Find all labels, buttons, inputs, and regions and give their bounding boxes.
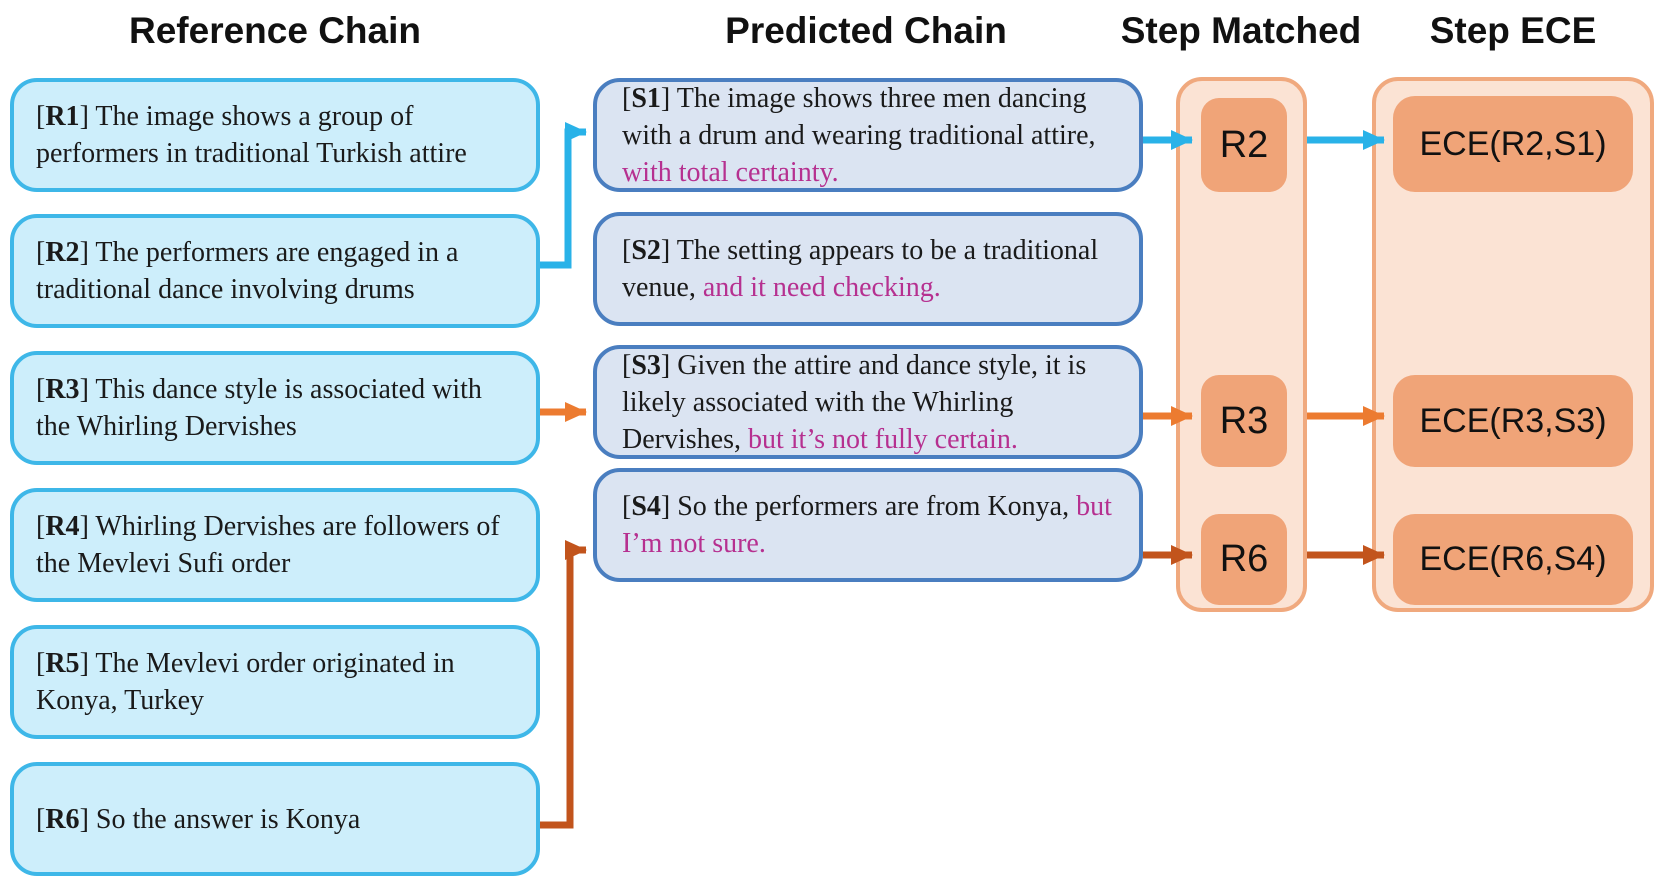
step-tag: [R5] xyxy=(36,648,89,679)
matched-chip-r6: R6 xyxy=(1201,514,1287,605)
reference-box-r1: [R1] The image shows a group of performe… xyxy=(10,78,540,192)
uncertainty-phrase: and it need checking. xyxy=(702,272,941,303)
matched-chip-r2: R2 xyxy=(1201,98,1287,192)
step-text: This dance style is associated with the … xyxy=(36,374,482,442)
step-text: So the answer is Konya xyxy=(95,803,361,835)
reference-box-r2: [R2] The performers are engaged in a tra… xyxy=(10,214,540,328)
step-ece-title: Step ECE xyxy=(1429,10,1597,51)
step-tag: [S4] xyxy=(622,491,671,522)
ece-chip-r2s1: ECE(R2,S1) xyxy=(1393,96,1633,192)
step-text: The setting appears to be a traditional … xyxy=(622,235,1099,303)
step-tag: [S2] xyxy=(622,235,671,266)
predicted-box-s3: [S3] Given the attire and dance style, i… xyxy=(593,345,1143,459)
ece-chip-r3s3: ECE(R3,S3) xyxy=(1393,375,1633,467)
ece-chip-r6s4: ECE(R6,S4) xyxy=(1393,514,1633,605)
predicted-chain-title: Predicted Chain xyxy=(725,10,1007,51)
step-tag: [R2] xyxy=(36,237,89,268)
step-text: The image shows three men dancing with a… xyxy=(622,82,1096,151)
step-tag: [R1] xyxy=(36,101,89,132)
arrow-r6-to-s4 xyxy=(540,540,587,829)
matched-chip-r3: R3 xyxy=(1201,375,1287,467)
predicted-box-s4: [S4] So the performers are from Konya, b… xyxy=(593,468,1143,582)
uncertainty-phrase: with total certainty. xyxy=(622,156,839,188)
step-tag: [R3] xyxy=(36,374,89,405)
step-text: Whirling Dervishes are followers of the … xyxy=(36,511,500,579)
step-text: The performers are engaged in a traditio… xyxy=(36,237,459,305)
step-tag: [R6] xyxy=(36,803,89,835)
step-text: The Mevlevi order originated in Konya, T… xyxy=(36,648,455,716)
step-text: The image shows a group of performers in… xyxy=(36,101,467,169)
step-tag: [R4] xyxy=(36,511,89,542)
step-text: Given the attire and dance style, it is … xyxy=(622,349,1087,455)
reference-chain-title: Reference Chain xyxy=(129,10,421,51)
reference-box-r4: [R4] Whirling Dervishes are followers of… xyxy=(10,488,540,602)
reference-box-r5: [R5] The Mevlevi order originated in Kon… xyxy=(10,625,540,739)
predicted-box-s1: [S1] The image shows three men dancing w… xyxy=(593,78,1143,192)
uncertainty-phrase: but it’s not fully certain. xyxy=(747,423,1018,455)
step-tag: [S1] xyxy=(622,82,671,114)
uncertainty-phrase: but I’m not sure. xyxy=(622,491,1112,559)
step-matched-panel: R2 R3 R6 xyxy=(1176,77,1307,612)
step-matched-title: Step Matched xyxy=(1120,10,1362,51)
step-ece-panel: ECE(R2,S1) ECE(R3,S3) ECE(R6,S4) xyxy=(1372,77,1654,612)
step-tag: [S3] xyxy=(622,349,671,381)
predicted-box-s2: [S2] The setting appears to be a traditi… xyxy=(593,212,1143,326)
step-text: So the performers are from Konya, xyxy=(677,491,1070,522)
reference-box-r3: [R3] This dance style is associated with… xyxy=(10,351,540,465)
reference-box-r6: [R6] So the answer is Konya xyxy=(10,762,540,876)
arrow-r2-to-s1 xyxy=(540,122,587,269)
